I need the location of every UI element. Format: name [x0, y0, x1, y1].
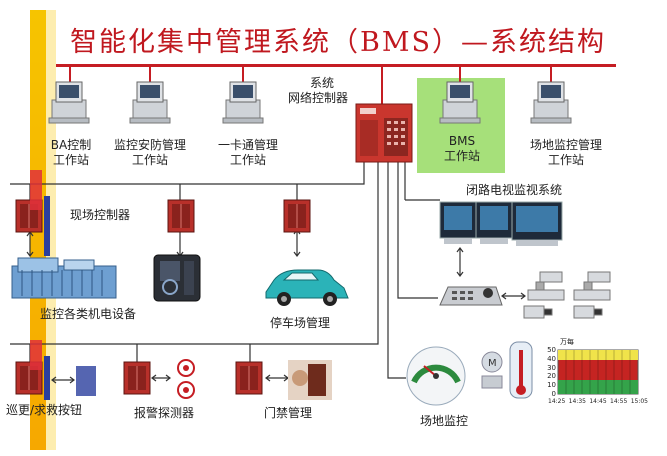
- patrol-button-icon: [76, 366, 96, 396]
- alarm-detector-icons: [177, 359, 195, 399]
- x-tick: 14:25: [548, 398, 566, 405]
- trend-y-ticks: 50 40 30 20 10 0: [542, 346, 556, 399]
- hvac-unit-icon: [11, 257, 117, 299]
- ws-security-label-1: 监控安防管理: [113, 138, 186, 152]
- ws-ba-label-1: BA控制: [50, 138, 92, 152]
- ws-bms-label-1: BMS: [448, 134, 476, 148]
- gauge-icon: [406, 346, 466, 406]
- ws-site-label-1: 场地监控管理: [529, 138, 602, 152]
- svg-text:M: M: [488, 358, 497, 369]
- camera-icons: [523, 271, 611, 319]
- alarm-label: 报警探测器: [134, 406, 195, 420]
- parking-label: 停车场管理: [270, 316, 331, 330]
- computer-icon-card: [222, 81, 264, 124]
- bus-drops: [69, 66, 552, 104]
- computer-icon-ba: [48, 81, 90, 124]
- controller-icon-2: [167, 199, 195, 233]
- network-controller-label-1: 系统: [309, 76, 334, 90]
- ws-ba-label-2: 工作站: [52, 153, 89, 167]
- thermometer-icon: [509, 341, 533, 399]
- x-tick: 14:55: [610, 398, 628, 405]
- blue-accent-1: [44, 196, 50, 256]
- cctv-label: 闭路电视监视系统: [466, 183, 563, 197]
- controller-icon-6: [235, 361, 263, 395]
- y-tick: 10: [547, 381, 556, 390]
- ws-site-label-2: 工作站: [547, 153, 584, 167]
- y-tick: 20: [547, 372, 556, 381]
- red-accent-1: [30, 170, 42, 210]
- trend-unit: 万每: [560, 338, 574, 346]
- network-controller-icon: [355, 103, 413, 163]
- ws-card-label-2: 工作站: [229, 153, 266, 167]
- workstation-icons: [48, 81, 572, 124]
- ws-card-label-1: 一卡通管理: [217, 138, 278, 152]
- blue-accent-2: [44, 356, 50, 400]
- trend-chart-graphic: [557, 349, 639, 395]
- x-tick: 14:45: [589, 398, 607, 405]
- ptz-controller-icon: [439, 286, 503, 306]
- cctv-monitor-icons: [439, 201, 563, 246]
- access-label: 门禁管理: [264, 406, 313, 420]
- y-tick: 30: [547, 363, 556, 372]
- decorative-yellow-band-light: [46, 10, 56, 450]
- meter-icon: M: [481, 351, 503, 389]
- field-controller-label: 现场控制器: [70, 208, 131, 222]
- page-title: 智能化集中管理系统（BMS）—系统结构: [70, 27, 606, 58]
- y-tick: 0: [551, 389, 556, 398]
- main-bus-line: [56, 64, 616, 67]
- trend-x-ticks: 14:25 14:35 14:45 14:55 15:05: [548, 398, 648, 405]
- y-tick: 50: [547, 346, 556, 354]
- access-control-icon: [288, 360, 332, 400]
- x-tick: 15:05: [630, 398, 648, 405]
- ws-bms-label-2: 工作站: [443, 149, 480, 163]
- controller-icon-5: [123, 361, 151, 395]
- site-monitor-label: 场地监控: [420, 414, 469, 428]
- red-accent-2: [30, 340, 42, 370]
- computer-icon-site: [530, 81, 572, 124]
- computer-icon-security: [129, 81, 171, 124]
- car-icon: [265, 269, 349, 306]
- electromech-label: 监控各类机电设备: [40, 307, 137, 321]
- patrol-label: 巡更/求救按钮: [6, 403, 83, 417]
- y-tick: 40: [547, 354, 556, 363]
- field-bus-lines: [10, 160, 440, 379]
- x-tick: 14:35: [568, 398, 586, 405]
- controller-icon-3: [283, 199, 311, 233]
- card-reader-icon: [153, 254, 201, 302]
- computer-icon-bms: [439, 81, 481, 124]
- network-controller-label-2: 网络控制器: [287, 91, 348, 105]
- ws-security-label-2: 工作站: [131, 153, 168, 167]
